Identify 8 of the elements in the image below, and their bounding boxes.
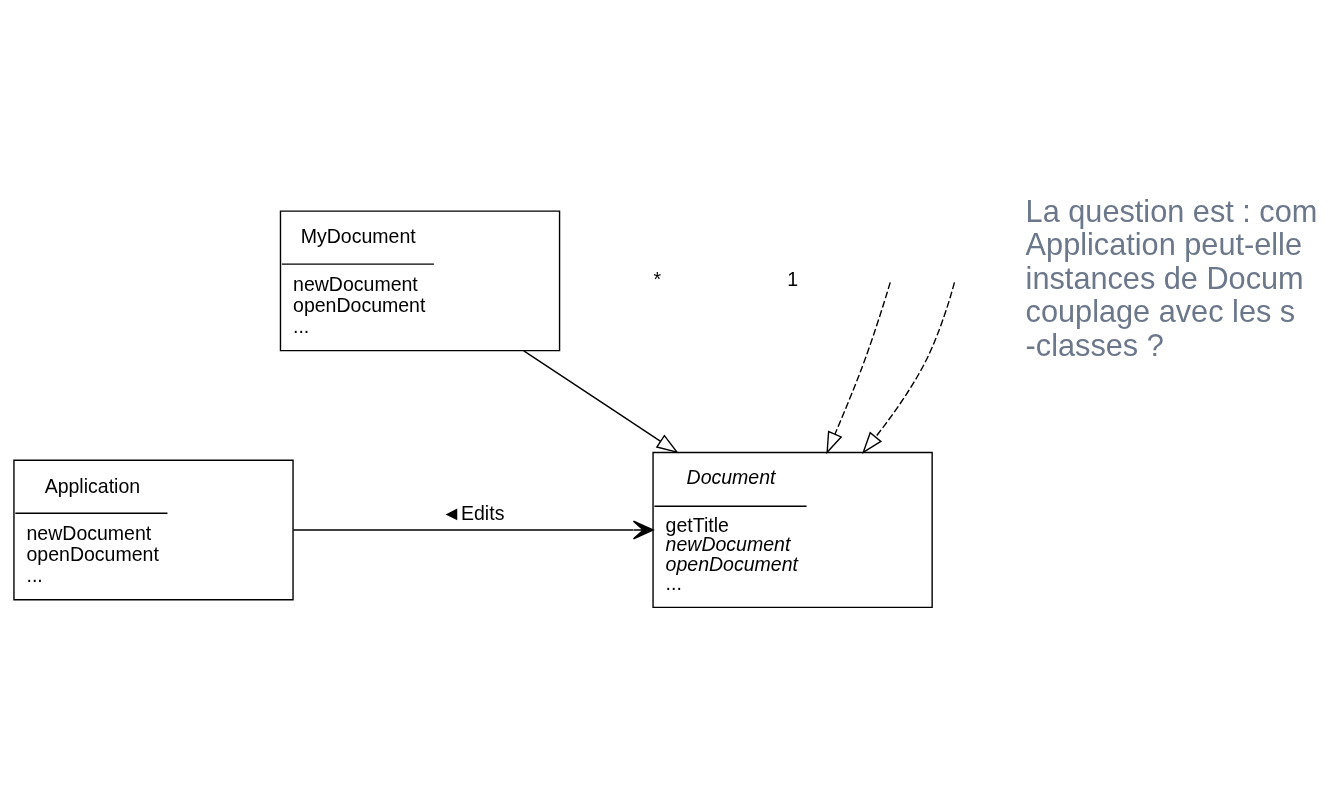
arrow xyxy=(292,520,654,540)
edge-label: ◄Edits xyxy=(441,502,505,525)
arrow xyxy=(861,281,956,454)
arrow xyxy=(523,350,679,454)
label: 1 xyxy=(787,268,799,291)
arrow xyxy=(826,281,891,455)
label: La question est : com Application peut-elle instances de Docum couplage avec les s -classes ? xyxy=(1025,193,1318,363)
label: * xyxy=(653,268,662,291)
